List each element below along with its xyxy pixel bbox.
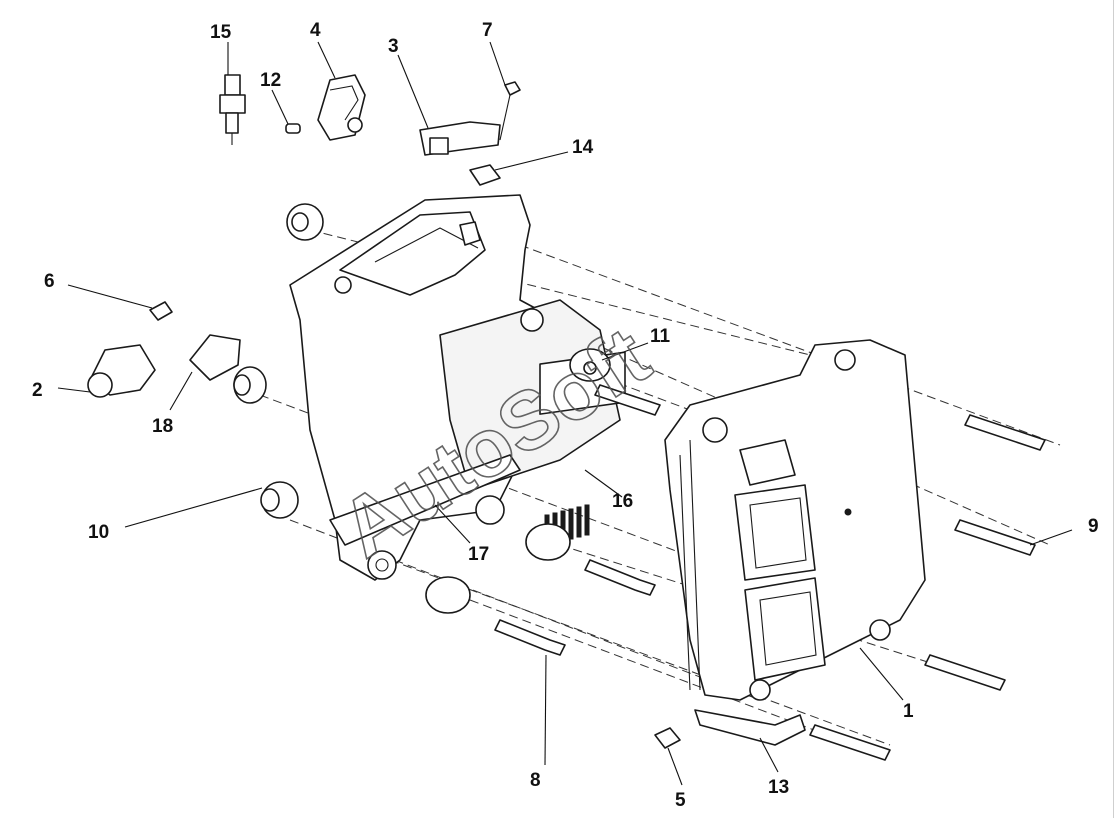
screw-7 — [499, 81, 521, 141]
sensor-3 — [419, 121, 501, 156]
pressure-sensor — [317, 74, 366, 141]
sensor-2 — [87, 344, 156, 398]
sensor-18 — [189, 334, 241, 381]
callout-16: 16 — [612, 491, 633, 512]
ground-strap — [694, 709, 806, 746]
callout-5: 5 — [675, 790, 686, 811]
grommet-11 — [569, 348, 611, 382]
callout-11: 11 — [650, 326, 671, 347]
callout-9: 9 — [1088, 516, 1099, 537]
page-edge-rule — [1113, 0, 1114, 818]
spacer-top — [286, 203, 324, 241]
callout-14: 14 — [572, 137, 594, 158]
grommet-lower — [425, 523, 571, 614]
callout-7: 7 — [482, 20, 493, 41]
callout-12: 12 — [260, 70, 281, 91]
bolt-5 — [654, 727, 681, 749]
callout-labels: 15 12 4 3 7 14 6 2 18 10 11 16 17 9 1 8 … — [32, 20, 1099, 811]
callout-10: 10 — [88, 522, 109, 543]
callout-13: 13 — [768, 777, 789, 798]
mounting-bracket — [289, 194, 621, 581]
callout-6: 6 — [44, 271, 55, 292]
callout-2: 2 — [32, 380, 43, 401]
bolts-8 — [494, 384, 661, 656]
callout-1: 1 — [903, 701, 914, 722]
ecu-module — [664, 339, 926, 701]
spacer-10 — [260, 481, 299, 519]
callout-17: 17 — [468, 544, 489, 565]
callout-3: 3 — [388, 36, 399, 57]
spacer-18 — [233, 366, 267, 404]
temperature-sensor — [219, 74, 246, 145]
callout-8: 8 — [530, 770, 541, 791]
callout-15: 15 — [210, 22, 232, 43]
clip-nut — [469, 164, 501, 186]
callout-18: 18 — [152, 416, 173, 437]
screw-6 — [149, 301, 173, 321]
callout-4: 4 — [310, 20, 321, 41]
small-screw-12 — [285, 123, 301, 134]
bolts-9 — [809, 414, 1046, 761]
leader-lines — [57, 41, 1073, 786]
